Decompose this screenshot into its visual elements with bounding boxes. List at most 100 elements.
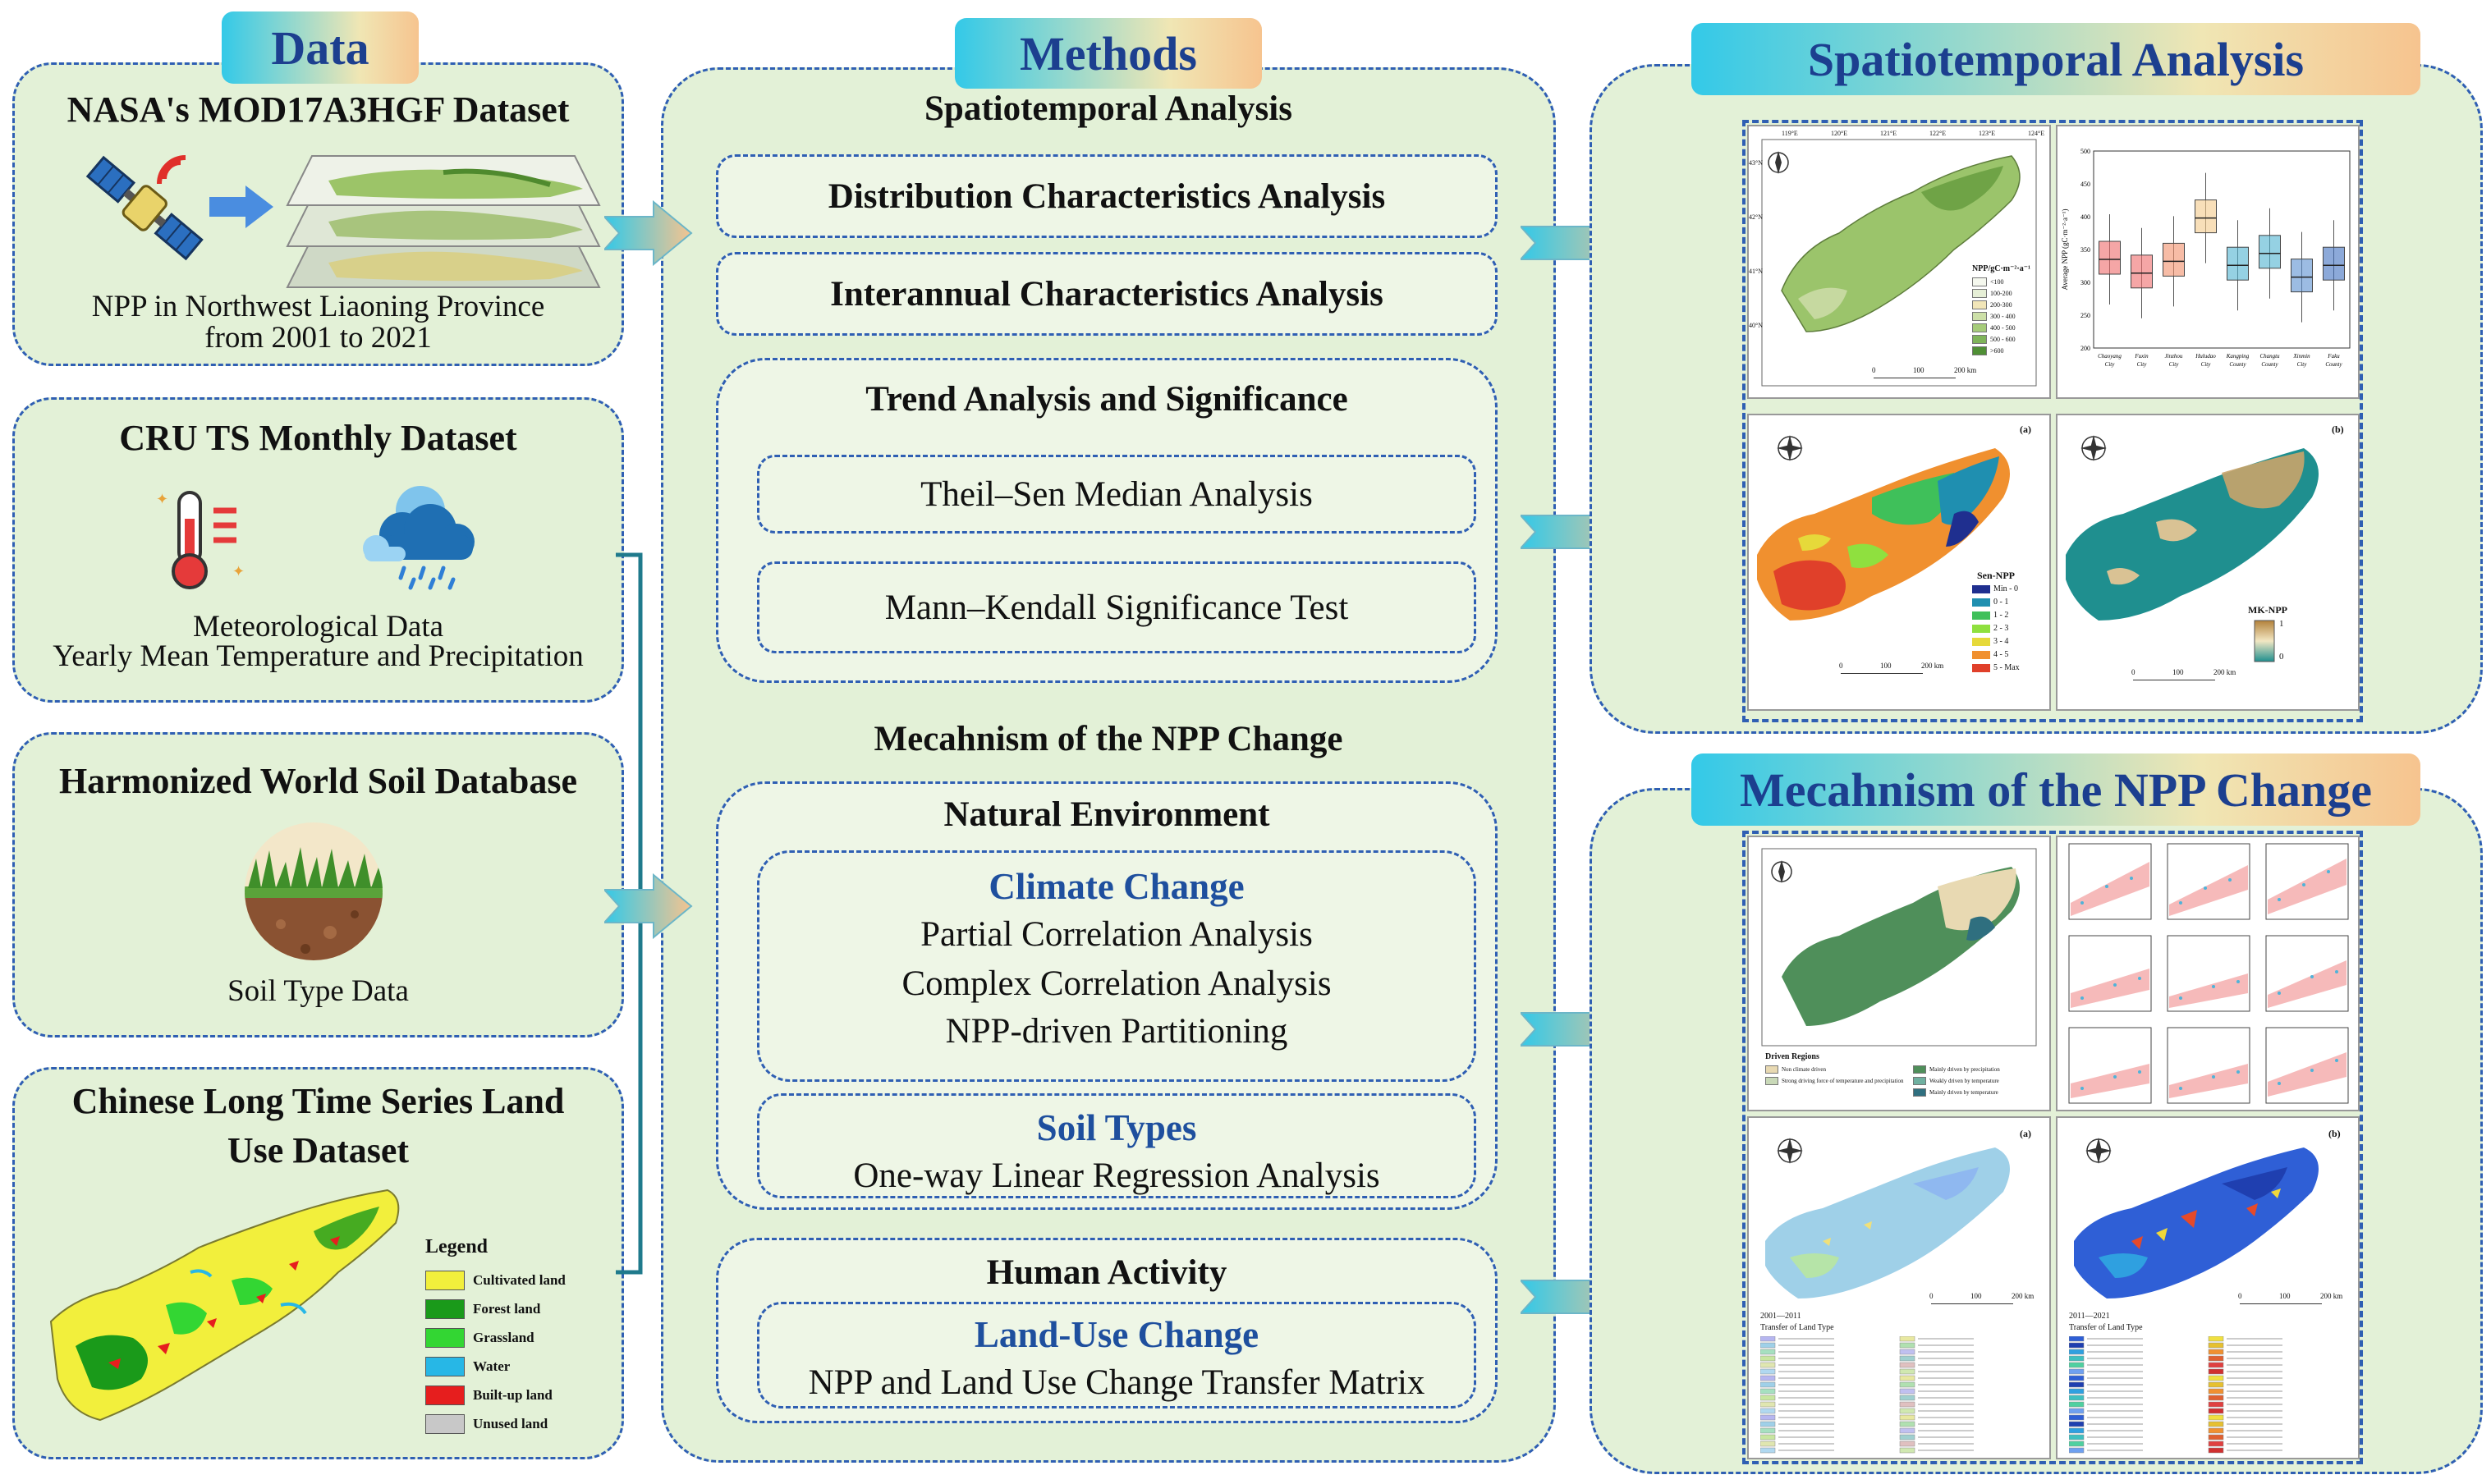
npp-legend-label: 400 - 500 [1990, 324, 2016, 332]
sen-scale-label: 100 [1880, 662, 1892, 670]
lu-b-scale-label: 100 [2279, 1292, 2291, 1300]
hwsd-title: Harmonized World Soil Database [58, 761, 578, 801]
lu-b-swatch [2208, 1434, 2224, 1440]
npp-map-image [1761, 139, 2037, 387]
lu-a-swatch [1899, 1381, 1915, 1388]
mann-kendall-box: Mann–Kendall Significance Test [757, 561, 1476, 653]
boxplot-category-label: City [2169, 361, 2180, 368]
driven-legend-label: Weakly driven by temperature [1929, 1078, 1999, 1084]
landuse-legend-swatch [425, 1386, 465, 1405]
npp-lat-label: 43°N [1749, 159, 1763, 167]
lu-b-swatch [2208, 1381, 2224, 1388]
oneway-label: One-way Linear Regression Analysis [853, 1157, 1380, 1195]
lu-period-b: 2011—2021 [2069, 1312, 2110, 1321]
interannual-box: Interannual Characteristics Analysis [716, 252, 1498, 336]
thermometer-icon: ✦ ✦ [156, 491, 245, 589]
distribution-label: Distribution Characteristics Analysis [828, 176, 1386, 216]
arrow-data-to-methods-top [604, 200, 693, 266]
npp-lat-label: 40°N [1749, 322, 1763, 329]
landuse-legend-item: Grassland [425, 1328, 534, 1348]
boxplot-box [2099, 240, 2121, 275]
lu-a-swatch [1899, 1427, 1915, 1434]
boxplot-ytick: 250 [2080, 312, 2090, 319]
driven-legend-swatch [1913, 1065, 1926, 1074]
driven-legend-swatch [1913, 1077, 1926, 1085]
npp-lon-label: 123°E [1979, 130, 1996, 137]
boxplot-ytick: 300 [2080, 279, 2090, 286]
spatio-results-header: Spatiotemporal Analysis [1691, 23, 2420, 95]
lu-a-swatch [1899, 1388, 1915, 1395]
mechanism-results-header-text: Mecahnism of the NPP Change [1739, 763, 2373, 817]
sen-legend-item: 2 - 3 [1972, 624, 2008, 633]
npp-legend-swatch [1972, 300, 1987, 309]
lu-b-swatch [2069, 1427, 2085, 1434]
mechanism-method-title: Mecahnism of the NPP Change [874, 720, 1343, 758]
soil-types-box [757, 1093, 1476, 1198]
sen-legend-swatch [1972, 598, 1990, 607]
npp-legend-swatch [1972, 289, 1987, 298]
boxplot-category-label: Changtu [2259, 353, 2280, 360]
data-header: Data [222, 11, 419, 84]
lu-legend-title-a: Transfer of Land Type [1760, 1323, 1834, 1332]
landuse-legend-item: Cultivated land [425, 1271, 566, 1290]
data-header-text: Data [271, 21, 369, 75]
interannual-label: Interannual Characteristics Analysis [830, 274, 1383, 314]
npp-legend-label: <100 [1990, 278, 2004, 286]
landuse-legend-item: Unused land [425, 1414, 548, 1434]
weather-cloud-icon [363, 486, 475, 590]
partial-corr-label: Partial Correlation Analysis [920, 915, 1313, 954]
sen-scale-label: 0 [1839, 662, 1843, 670]
boxplot-box [2131, 254, 2153, 289]
lu-b-swatch [2069, 1336, 2085, 1342]
boxplot-category-label: City [2201, 361, 2212, 368]
lu-b-swatch [2069, 1355, 2085, 1362]
landuse-legend-swatch [425, 1271, 465, 1290]
landuse-legend-swatch [425, 1357, 465, 1376]
driven-legend-item: Weakly driven by temperature [1913, 1077, 1999, 1085]
landuse-legend-label: Unused land [473, 1416, 548, 1431]
npp-legend-swatch [1972, 346, 1987, 355]
boxplot-box [2259, 235, 2281, 269]
natural-env-title: Natural Environment [943, 795, 1270, 834]
sen-legend-swatch [1972, 624, 1990, 633]
lu-b-swatch [2208, 1401, 2224, 1408]
lu-b-scale-label: 200 km [2320, 1292, 2343, 1300]
landuse-legend-swatch [425, 1414, 465, 1434]
npp-lat-label: 42°N [1749, 213, 1763, 221]
lu-b-swatch [2208, 1368, 2224, 1375]
lu-a-swatch [1760, 1362, 1776, 1368]
npp-scale-label: 200 km [1954, 366, 1977, 374]
boxplot-frame [2093, 150, 2351, 349]
lu-a-swatch [1899, 1395, 1915, 1401]
boxplot-box [2323, 246, 2345, 281]
boxplot-category-label: County [2261, 361, 2278, 368]
npp-legend-label: 300 - 400 [1990, 313, 2016, 320]
lu-b-swatch [2208, 1349, 2224, 1355]
npp-lon-label: 119°E [1782, 130, 1798, 137]
lu-legend-swatches-b [2069, 1336, 2282, 1454]
lu-a-swatch [1899, 1447, 1915, 1454]
soil-icon [245, 822, 383, 960]
sen-legend-item: 1 - 2 [1972, 611, 2008, 620]
lu-a-swatch [1760, 1375, 1776, 1381]
lu-a-swatch [1760, 1440, 1776, 1447]
boxplot-category-label: City [2297, 361, 2308, 368]
sen-legend-label: 4 - 5 [1993, 650, 2009, 659]
mechanism-figures-frame [1742, 831, 2363, 1464]
boxplot-ytick: 200 [2080, 345, 2090, 352]
mk-scale-label: 100 [2172, 668, 2184, 676]
spatio-method-title: Spatiotemporal Analysis [924, 89, 1292, 128]
boxplot-ytick: 450 [2080, 181, 2090, 188]
lu-a-swatch [1760, 1355, 1776, 1362]
landuse-legend-label: Grassland [473, 1330, 534, 1345]
lu-b-swatch [2208, 1414, 2224, 1421]
sen-map-image [1757, 435, 2010, 621]
lu-b-swatch [2208, 1342, 2224, 1349]
sen-legend-swatch [1972, 663, 1990, 672]
satellite-icon [85, 155, 204, 261]
lu-map-a-image [1765, 1138, 2010, 1298]
npp-legend-item: >600 [1972, 346, 2004, 355]
sen-legend-item: 3 - 4 [1972, 637, 2008, 646]
